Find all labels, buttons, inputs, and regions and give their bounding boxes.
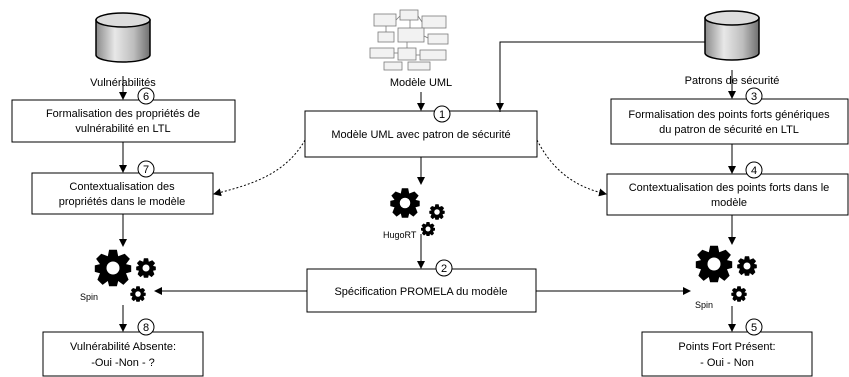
step-badge-7: 7 — [137, 160, 155, 178]
step-number-5: 5 — [751, 322, 757, 334]
formalisation-points-forts-box: Formalisation des points forts générique… — [610, 98, 849, 145]
modele-uml-patron-box: Modèle UML avec patron de sécurité — [304, 110, 538, 158]
points-fort-present-line2: - Oui - Non — [700, 357, 754, 369]
hugort-label: HugoRT — [383, 230, 417, 240]
contextualisation-points-forts-box: Contextualisation des points forts dans … — [606, 173, 849, 216]
vulnerabilite-absente-line1: Vulnérabilité Absente: — [70, 341, 176, 353]
step-badge-2: 2 — [435, 259, 453, 277]
step-badge-5: 5 — [745, 318, 763, 336]
formalisation-points-forts-line2: du patron de sécurité en LTL — [659, 124, 799, 136]
step-number-8: 8 — [143, 322, 149, 334]
step-number-3: 3 — [751, 91, 757, 103]
contextualisation-proprietes-line2: propriétés dans le modèle — [59, 196, 186, 208]
step-badge-8: 8 — [137, 318, 155, 336]
contextualisation-points-forts-line2: modèle — [711, 197, 747, 209]
step-badge-3: 3 — [745, 87, 763, 105]
step-badge-6: 6 — [137, 87, 155, 105]
spin-right-label: Spin — [695, 300, 713, 310]
modele-uml-patron-text: Modèle UML avec patron de sécurité — [331, 129, 510, 141]
uml-model-icon — [369, 9, 449, 71]
points-fort-present-line1: Points Fort Présent: — [678, 341, 775, 353]
vulnerabilite-absente-box: Vulnérabilité Absente: -Oui -Non - ? — [42, 331, 204, 377]
arrows — [119, 41, 736, 332]
step-badge-4: 4 — [745, 161, 763, 179]
contextualisation-proprietes-box: Contextualisation des propriétés dans le… — [31, 172, 214, 215]
gears-icon-spin-right — [695, 245, 757, 302]
specification-promela-box: Spécification PROMELA du modèle — [306, 268, 537, 313]
spin-left-label: Spin — [80, 292, 98, 302]
vulnerabilite-absente-line2: -Oui -Non - ? — [91, 357, 155, 369]
step-badge-1: 1 — [433, 105, 451, 123]
database-icon-patrons — [704, 10, 760, 61]
database-icon-vulnerabilites — [95, 12, 151, 63]
formalisation-vulnerabilite-line1: Formalisation des propriétés de — [46, 108, 200, 120]
step-number-7: 7 — [143, 164, 149, 176]
step-number-2: 2 — [441, 263, 447, 275]
formalisation-vulnerabilite-box: Formalisation des propriétés de vulnérab… — [11, 99, 236, 143]
formalisation-points-forts-line1: Formalisation des points forts générique… — [628, 109, 830, 121]
step-number-4: 4 — [751, 165, 757, 177]
contextualisation-proprietes-line1: Contextualisation des — [69, 181, 175, 193]
step-number-6: 6 — [143, 91, 149, 103]
step-number-1: 1 — [439, 109, 445, 121]
formalisation-vulnerabilite-line2: vulnérabilité en LTL — [75, 123, 170, 135]
gears-icon-hugort — [390, 188, 445, 236]
points-fort-present-box: Points Fort Présent: - Oui - Non — [641, 331, 813, 377]
contextualisation-points-forts-line1: Contextualisation des points forts dans … — [629, 182, 830, 194]
gears-icon-spin-left — [94, 249, 156, 302]
specification-promela-text: Spécification PROMELA du modèle — [334, 286, 507, 298]
modele-uml-label: Modèle UML — [390, 77, 452, 89]
